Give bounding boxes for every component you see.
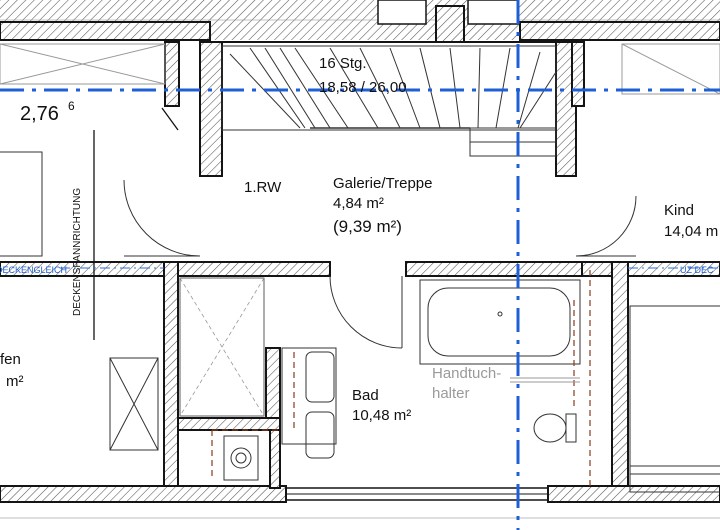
stair-steps-label: 16 Stg. [319, 55, 367, 72]
bath-area: 10,48 m² [352, 407, 411, 424]
left-room-name: fen [0, 351, 21, 368]
bottom-window [0, 487, 720, 519]
slab-direction-arrow [93, 107, 179, 340]
towel-rail-label-2: halter [432, 385, 470, 402]
dimension-superscript: 6 [68, 99, 75, 113]
slab-direction-label: DECKENSPANNRICHTUNG [72, 188, 83, 316]
left-room-area: m² [6, 373, 24, 390]
dimension-label: 2,76 6 [20, 99, 75, 125]
towel-rail-label-1: Handtuch- [432, 365, 501, 382]
right-room-bed [621, 43, 720, 493]
washing-machine [223, 435, 259, 481]
washbasins [281, 347, 337, 459]
gallery-name: Galerie/Treppe [333, 175, 433, 192]
gallery-area: 4,84 m² [333, 195, 384, 212]
pipes [211, 270, 591, 486]
doors [123, 179, 637, 349]
right-level-label: UZ DEC [680, 265, 714, 275]
stair [221, 45, 557, 157]
stair-ratio-label: 18,58 / 26,00 [319, 79, 407, 96]
towel-rail [510, 377, 580, 383]
walls [0, 41, 720, 503]
bath-name: Bad [352, 387, 379, 404]
top-wall-band [0, 0, 720, 47]
shower [179, 277, 265, 417]
gallery-area-alt: (9,39 m²) [333, 217, 402, 236]
left-level-label: DECKENGLEICH [0, 265, 67, 275]
toilet [533, 413, 577, 443]
kind-name: Kind [664, 202, 694, 219]
bathtub [419, 279, 581, 365]
left-room-furniture [0, 43, 166, 451]
dimension-base: 2,76 [20, 103, 59, 125]
kind-area: 14,04 m [664, 223, 718, 240]
rw-label: 1.RW [244, 179, 282, 196]
